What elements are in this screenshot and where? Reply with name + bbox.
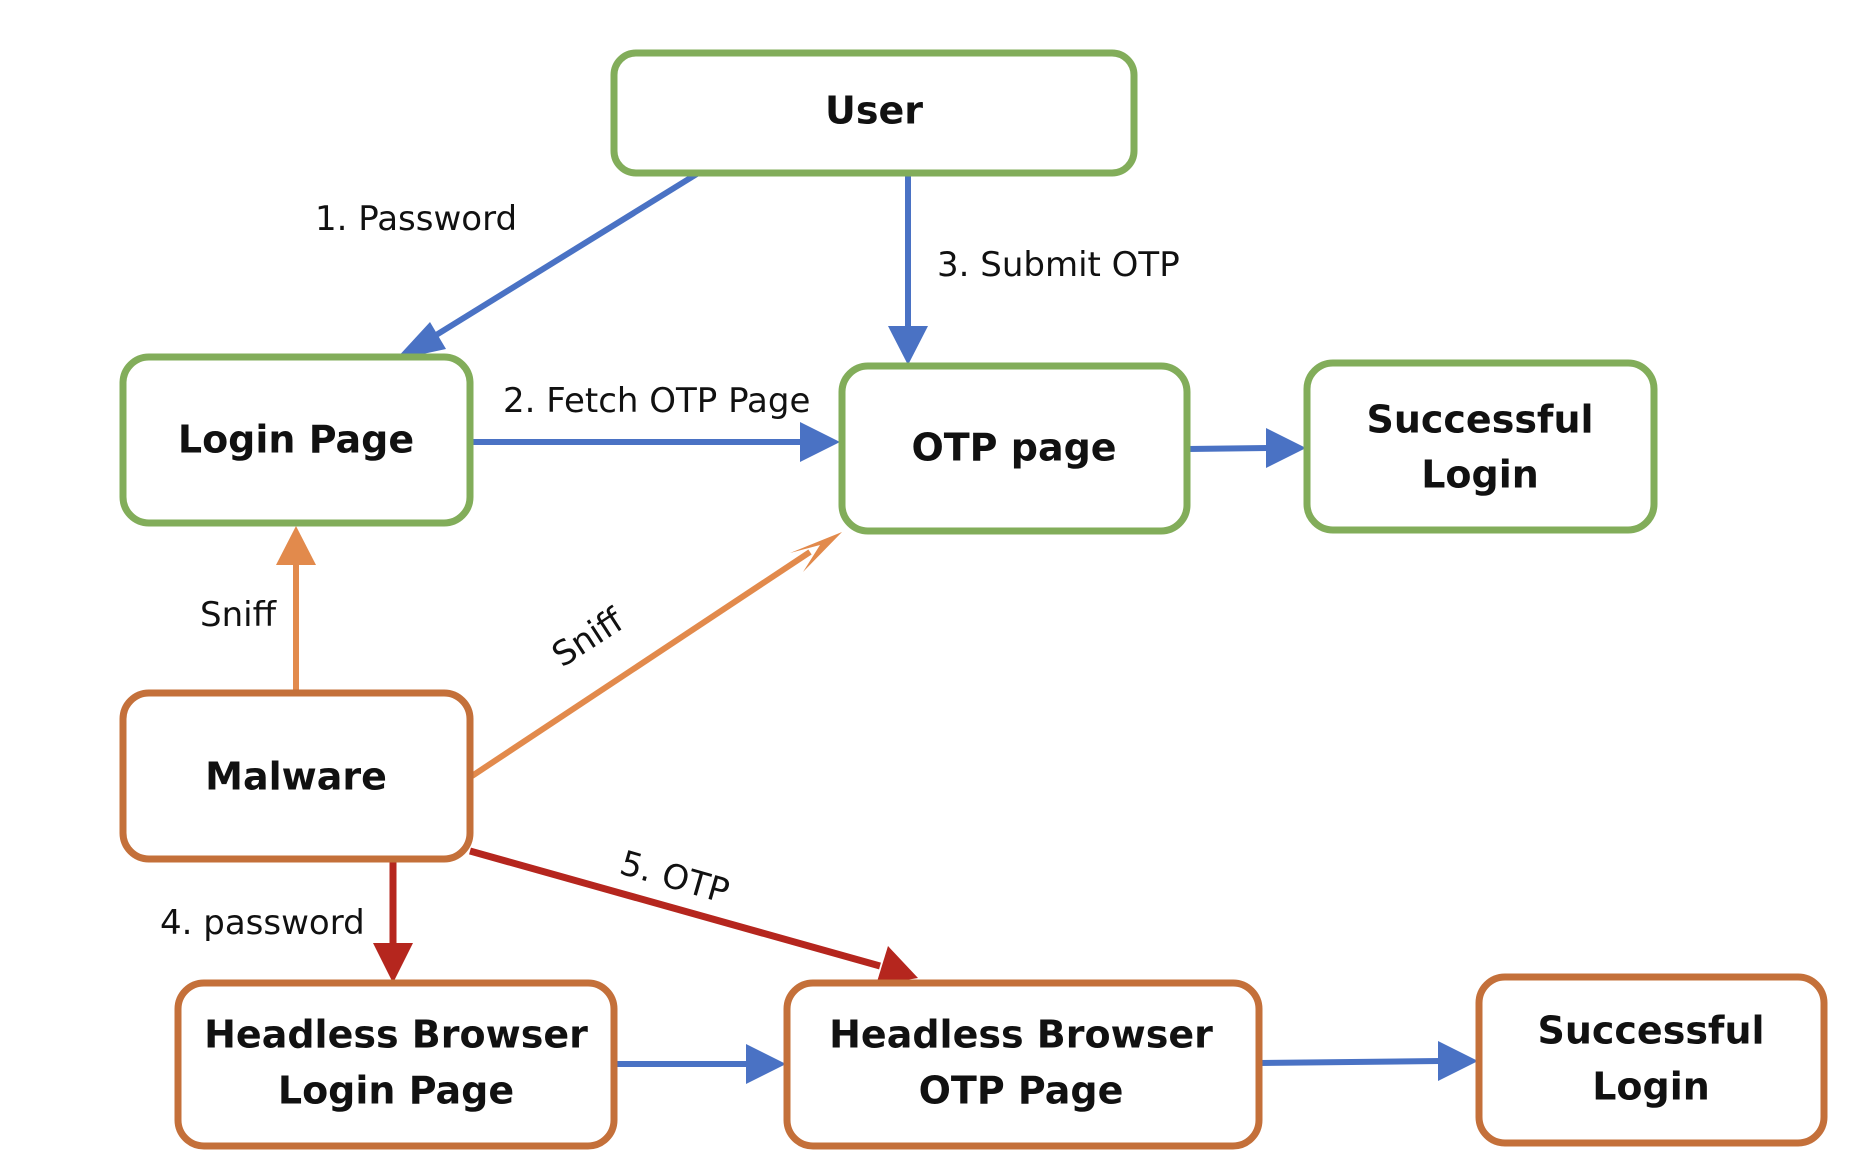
node-headless-login: Headless Browser Login Page	[174, 979, 618, 1150]
node-malware: Malware	[119, 689, 474, 863]
label-submit-otp: 3. Submit OTP	[937, 245, 1180, 285]
node-headless-otp-line1: Headless Browser	[829, 1013, 1213, 1057]
label-password: 1. Password	[315, 199, 517, 239]
node-successful-login-bottom-line1: Successful	[1537, 1009, 1764, 1053]
node-otp-page: OTP page	[838, 362, 1191, 535]
edge-sniff-otp	[470, 549, 812, 779]
node-headless-otp-line2: OTP Page	[919, 1069, 1124, 1113]
edge-submit-otp-arrowhead	[888, 326, 928, 365]
node-headless-login-line2: Login Page	[278, 1069, 514, 1113]
edge-malware-password-arrowhead	[373, 943, 413, 983]
node-successful-login-top-line1: Successful	[1366, 398, 1593, 442]
edge-fetch-otp-arrowhead	[800, 422, 840, 462]
edge-malware-otp-arrowhead	[876, 946, 918, 985]
edge-headless-otp-success	[1259, 1058, 1441, 1066]
edges	[276, 169, 1478, 1084]
node-user: User	[610, 49, 1138, 177]
edge-password-arrowhead	[395, 322, 446, 360]
label-fetch-otp: 2. Fetch OTP Page	[503, 381, 810, 421]
label-sniff-login: Sniff	[200, 595, 278, 635]
edge-sniff-otp-arrowhead	[790, 532, 842, 572]
label-malware-password: 4. password	[160, 903, 365, 943]
node-headless-otp: Headless Browser OTP Page	[783, 979, 1263, 1150]
node-successful-login-bottom: Successful Login	[1475, 973, 1828, 1147]
edge-sniff-login-arrowhead	[276, 526, 316, 565]
edge-headless-login-otp-arrowhead	[746, 1044, 786, 1084]
node-successful-login-bottom-line2: Login	[1592, 1065, 1710, 1109]
node-otp-page-label: OTP page	[911, 426, 1116, 470]
label-malware-otp: 5. OTP	[616, 843, 734, 912]
node-login-page-label: Login Page	[178, 418, 414, 462]
edge-otp-success-arrowhead	[1266, 428, 1306, 468]
nodes: User Login Page OTP page Successful Logi…	[119, 49, 1828, 1150]
node-malware-label: Malware	[205, 755, 387, 799]
edge-otp-success	[1187, 445, 1269, 452]
node-user-label: User	[825, 89, 923, 133]
node-successful-login-top: Successful Login	[1303, 359, 1658, 534]
node-successful-login-top-line2: Login	[1421, 453, 1539, 497]
edge-malware-otp	[469, 847, 881, 970]
edge-password	[418, 169, 702, 348]
label-sniff-otp: Sniff	[545, 600, 632, 676]
node-login-page: Login Page	[119, 353, 474, 527]
node-headless-login-line1: Headless Browser	[204, 1013, 588, 1057]
edge-headless-otp-success-arrowhead	[1438, 1041, 1478, 1081]
